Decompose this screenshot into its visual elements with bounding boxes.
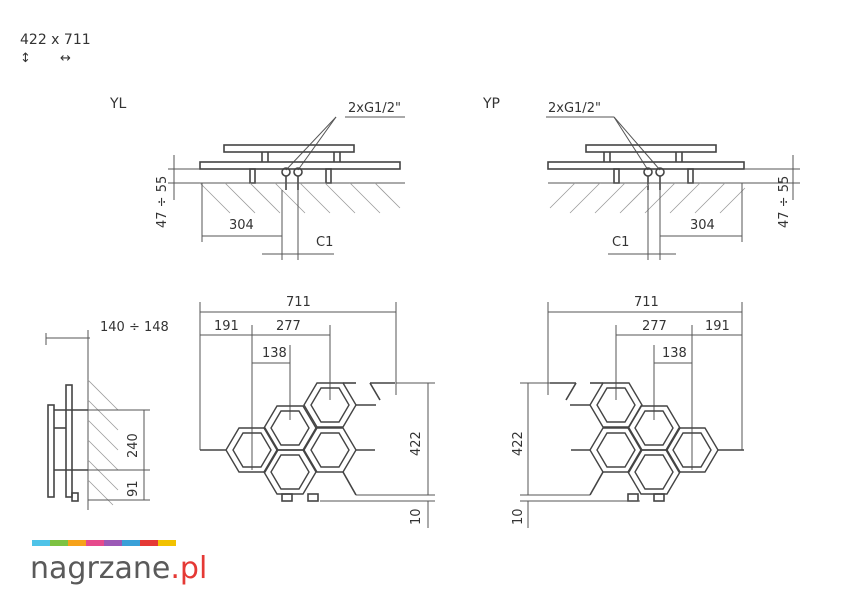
- depth-dim-yl: 47 ÷ 55: [155, 176, 170, 228]
- dim-10-yl: 10: [409, 508, 424, 525]
- brand-logo: nagrzane.pl: [30, 540, 207, 586]
- logo-color-segment: [86, 540, 104, 546]
- view-label-yl: YL: [109, 96, 127, 112]
- logo-color-segment: [122, 540, 140, 546]
- top-view-yp: YP 2xG1/2" 47 ÷ 55 304 C1: [482, 96, 800, 260]
- dim-277-yl: 277: [276, 319, 301, 334]
- dim-304-yp: 304: [690, 218, 715, 233]
- dim-191-yp: 191: [705, 319, 730, 334]
- dim-240: 240: [126, 433, 141, 458]
- dim-side-depth: 140 ÷ 148: [100, 320, 169, 335]
- front-view-yl: 711 191 277 138 422 10: [199, 295, 435, 528]
- connection-label-yp: 2xG1/2": [548, 101, 601, 116]
- dim-138-yl: 138: [262, 346, 287, 361]
- logo-color-segment: [104, 540, 122, 546]
- top-view-yl: YL 2xG1/2" 47 ÷ 55: [109, 96, 405, 260]
- dim-304-yl: 304: [229, 218, 254, 233]
- dim-422-yp: 422: [511, 431, 526, 456]
- dim-138-yp: 138: [662, 346, 687, 361]
- width-arrow-icon: ↔: [60, 51, 71, 66]
- dim-10-yp: 10: [511, 508, 526, 525]
- dim-277-yp: 277: [642, 319, 667, 334]
- logo-text-domain: .pl: [170, 551, 207, 586]
- logo-color-segment: [50, 540, 68, 546]
- dim-422-yl: 422: [409, 431, 424, 456]
- depth-dim-yp: 47 ÷ 55: [777, 176, 792, 228]
- size-label: 422 x 711: [20, 32, 91, 48]
- logo-color-segment: [68, 540, 86, 546]
- dim-191-yl: 191: [214, 319, 239, 334]
- dim-c1-yl: C1: [316, 235, 333, 250]
- dim-c1-yp: C1: [612, 235, 629, 250]
- logo-text-main: nagrzane: [30, 551, 170, 586]
- view-label-yp: YP: [482, 96, 500, 112]
- side-view: 140 ÷ 148 240 91: [45, 320, 169, 510]
- logo-color-segment: [158, 540, 176, 546]
- logo-color-segment: [140, 540, 158, 546]
- logo-color-bar: [32, 540, 176, 546]
- dim-91: 91: [126, 480, 141, 497]
- dim-711-yp: 711: [634, 295, 659, 310]
- logo-wordmark: nagrzane.pl: [30, 551, 207, 586]
- front-view-yp: 711 277 191 138 422 10: [511, 295, 744, 528]
- logo-color-segment: [32, 540, 50, 546]
- height-arrow-icon: ↕: [20, 51, 31, 66]
- connection-label-yl: 2xG1/2": [348, 101, 401, 116]
- dim-711-yl: 711: [286, 295, 311, 310]
